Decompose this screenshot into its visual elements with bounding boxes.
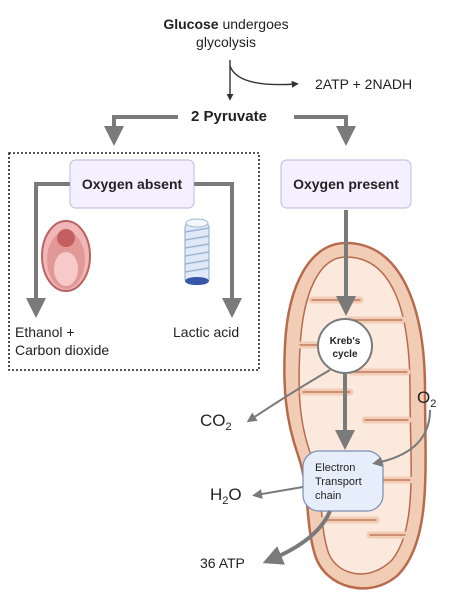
co2-sub: 2 [226,421,232,433]
oxygen-present-box [280,159,412,209]
to-ethanol-arrow [26,182,70,318]
ethanol-label: Ethanol + [15,324,75,340]
etc-box [302,450,384,512]
pyruvate-label: 2 Pyruvate [191,108,267,125]
etc-to-h2o-arrow [252,486,304,499]
glucose-rest: undergoes [219,16,289,32]
h2o-label: H2O [210,485,242,507]
etc-to-atp-arrow [262,510,332,565]
krebs-line2: cycle [332,349,357,360]
lactic-acid-label: Lactic acid [173,324,239,340]
muscle-fiber-icon [184,218,210,285]
etc-line3: chain [315,490,341,502]
krebs-to-co2-arrow [246,369,331,423]
h2o-main: H [210,485,222,504]
glucose-label: Glucose undergoes [163,16,288,32]
oxygen-absent-label: Oxygen absent [82,176,183,192]
o2-to-etc-arrow [372,409,431,467]
yeast-cell-icon [41,220,91,292]
pyruvate-right-arrow [294,115,356,146]
o2-sub: 2 [430,398,436,410]
glycolysis-yield: 2ATP + 2NADH [315,76,412,92]
glucose-word: Glucose [163,16,218,32]
pyruvate-left-arrow [104,115,178,146]
glycolysis-yield-arrow [229,65,299,88]
co2-main: CO [200,411,226,430]
to-lactic-arrow [194,182,242,318]
glycolysis-label: glycolysis [196,34,256,50]
etc-line1: Electron [315,462,355,474]
carbon-dioxide-label: Carbon dioxide [15,342,109,358]
oxygen-present-label: Oxygen present [293,176,399,192]
atp-label: 36 ATP [200,555,245,571]
krebs-cycle-circle [317,318,373,374]
o2-label: O2 [417,388,436,410]
o2-main: O [417,388,430,407]
h2o-sub: 2 [222,495,228,507]
h2o-tail: O [228,485,241,504]
etc-line2: Transport [315,476,362,488]
mitochondrion-icon [283,241,427,590]
krebs-line1: Kreb's [330,336,361,347]
co2-label: CO2 [200,411,232,433]
anaerobic-box [8,152,260,371]
